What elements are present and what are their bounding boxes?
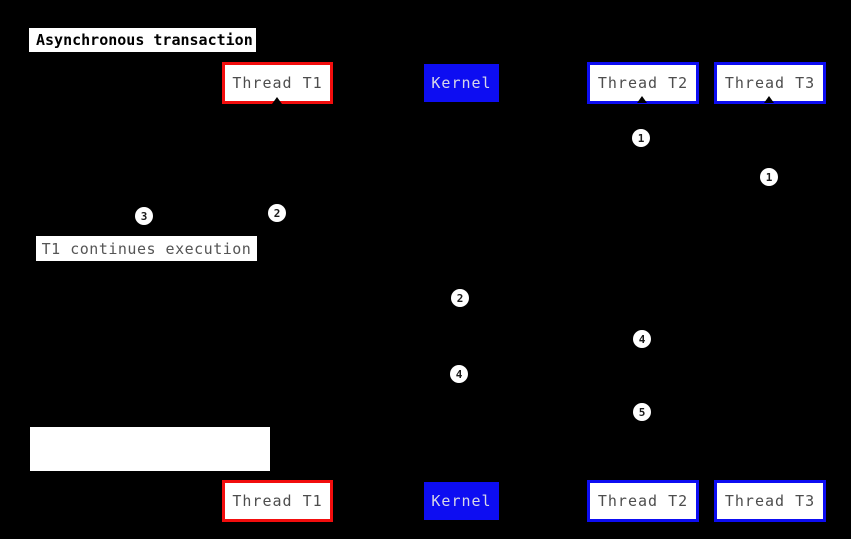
marker-2-kernel: 2 bbox=[451, 289, 469, 307]
participant-thread-t3-bottom-label: Thread T3 bbox=[724, 492, 816, 510]
marker-4-kernel: 4 bbox=[450, 365, 468, 383]
marker-1-thread-t2: 1 bbox=[632, 129, 650, 147]
marker-2-thread-t1: 2 bbox=[268, 204, 286, 222]
lifeline-notch-t3-bottom bbox=[764, 474, 774, 481]
note-t1-continues-execution: T1 continues execution bbox=[36, 236, 257, 261]
participant-thread-t1-bottom: Thread T1 bbox=[222, 480, 333, 522]
participant-thread-t3-top-label: Thread T3 bbox=[724, 74, 816, 92]
note-blank bbox=[30, 427, 270, 471]
participant-kernel-top: Kernel bbox=[424, 64, 499, 102]
lifeline-notch-t2-bottom bbox=[637, 474, 647, 481]
participant-thread-t3-bottom: Thread T3 bbox=[714, 480, 826, 522]
participant-kernel-bottom-label: Kernel bbox=[431, 492, 492, 510]
marker-4-thread-t2: 4 bbox=[633, 330, 651, 348]
participant-kernel-bottom: Kernel bbox=[424, 482, 499, 520]
lifeline-notch-t1-top bbox=[272, 97, 282, 104]
lifeline-notch-t3-top bbox=[764, 96, 774, 103]
lifeline-notch-t1-bottom bbox=[272, 474, 282, 481]
lifeline-notch-t2-top bbox=[637, 96, 647, 103]
participant-thread-t2-top-label: Thread T2 bbox=[597, 74, 689, 92]
participant-thread-t2-bottom-label: Thread T2 bbox=[597, 492, 689, 510]
marker-3-thread-t1: 3 bbox=[135, 207, 153, 225]
participant-thread-t1-bottom-label: Thread T1 bbox=[232, 492, 323, 510]
participant-kernel-top-label: Kernel bbox=[431, 74, 492, 92]
marker-5-thread-t2: 5 bbox=[633, 403, 651, 421]
marker-1-thread-t3: 1 bbox=[760, 168, 778, 186]
participant-thread-t1-top-label: Thread T1 bbox=[232, 74, 323, 92]
diagram-title: Asynchronous transaction bbox=[29, 28, 256, 52]
participant-thread-t2-bottom: Thread T2 bbox=[587, 480, 699, 522]
